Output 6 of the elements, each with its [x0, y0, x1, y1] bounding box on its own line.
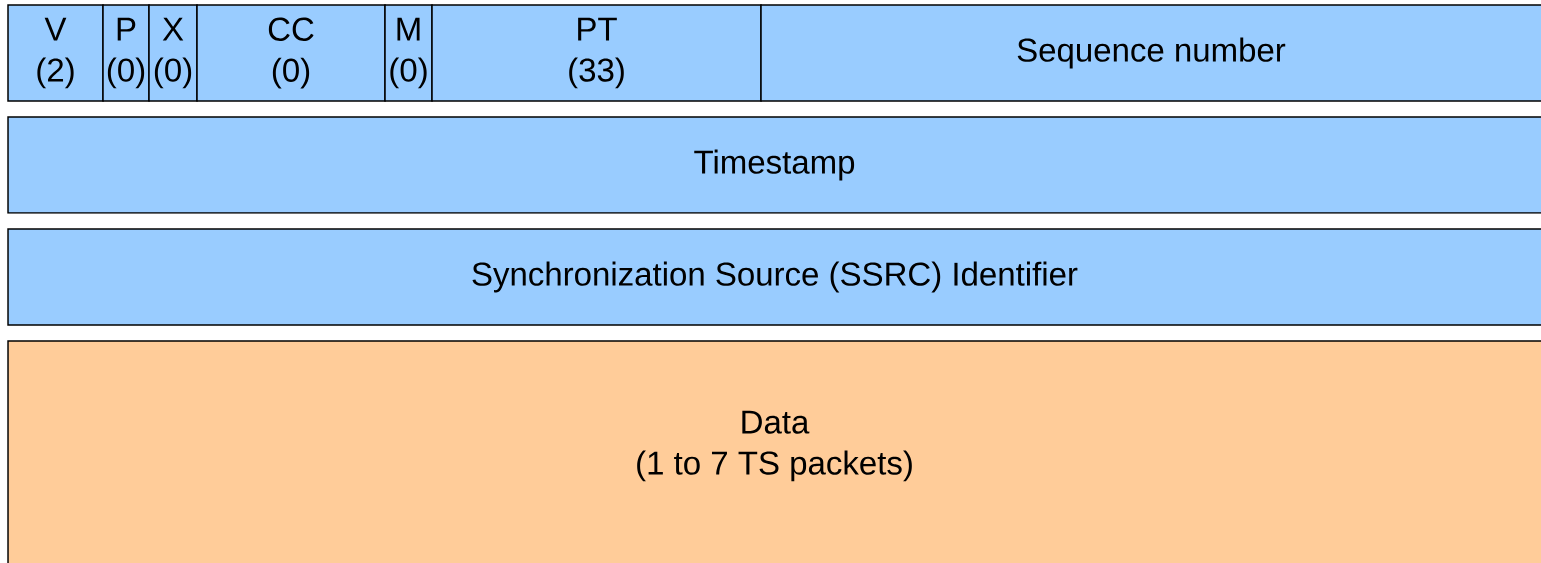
field-box: Synchronization Source (SSRC) Identifier: [7, 228, 1541, 326]
field-box: X (0): [148, 4, 198, 102]
field-box: Data (1 to 7 TS packets): [7, 340, 1541, 563]
field-box: Timestamp: [7, 116, 1541, 214]
field-box: P (0): [102, 4, 150, 102]
field-box: M (0): [384, 4, 433, 102]
